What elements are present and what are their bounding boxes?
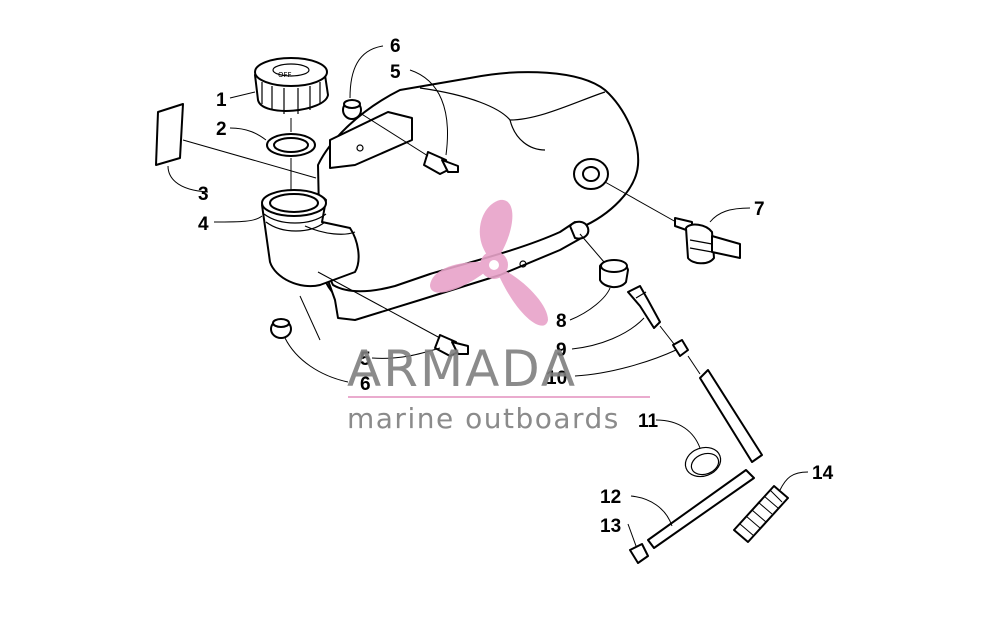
callout-2: 2	[216, 119, 227, 140]
hose-clamp-spring	[684, 446, 722, 478]
fuel-valve	[674, 217, 741, 265]
propeller-logo-icon	[430, 199, 548, 326]
callout-5-lower: 5	[360, 349, 371, 370]
fuel-pickup	[627, 285, 661, 329]
callout-6-lower: 6	[360, 374, 371, 395]
callout-11: 11	[638, 411, 659, 432]
callout-6-upper: 6	[390, 36, 401, 57]
brand-name: ARMADA	[347, 340, 577, 398]
explode-lines	[182, 112, 701, 375]
fuel-tank	[317, 71, 640, 321]
callout-9: 9	[556, 340, 567, 361]
callout-13: 13	[600, 516, 621, 537]
hose-clamp-small	[672, 339, 689, 357]
grommet-fitting	[599, 259, 629, 288]
fuel-hose-main	[647, 469, 755, 549]
lower-grommet	[270, 318, 292, 339]
callout-10: 10	[546, 368, 567, 389]
callout-12: 12	[600, 487, 621, 508]
callout-4: 4	[198, 214, 209, 235]
callout-7: 7	[754, 199, 765, 220]
fuel-hose-upper	[699, 369, 763, 463]
callout-5-upper: 5	[390, 62, 401, 83]
brand-tagline: marine outboards	[347, 402, 620, 435]
filler-neck	[261, 189, 360, 288]
watermark: ARMADA marine outboards	[347, 199, 650, 435]
callout-14: 14	[812, 463, 834, 484]
protective-sleeve	[733, 485, 789, 543]
leader-lines	[167, 45, 809, 547]
callout-8: 8	[556, 311, 567, 332]
callout-1: 1	[216, 90, 227, 111]
o-ring	[266, 133, 316, 157]
callout-numbers: 1 2 3 4 6 5 7 8 9 10 5 6 11 12 13 14	[198, 36, 834, 537]
hose-fitting-end	[629, 543, 649, 564]
upper-grommet	[342, 99, 362, 120]
warning-label	[155, 103, 184, 166]
callout-3: 3	[198, 184, 209, 205]
cap-marking: OFF	[278, 71, 292, 79]
lower-bolt	[434, 334, 469, 357]
fuel-cap: OFF	[254, 57, 329, 114]
upper-bolt	[423, 151, 459, 175]
